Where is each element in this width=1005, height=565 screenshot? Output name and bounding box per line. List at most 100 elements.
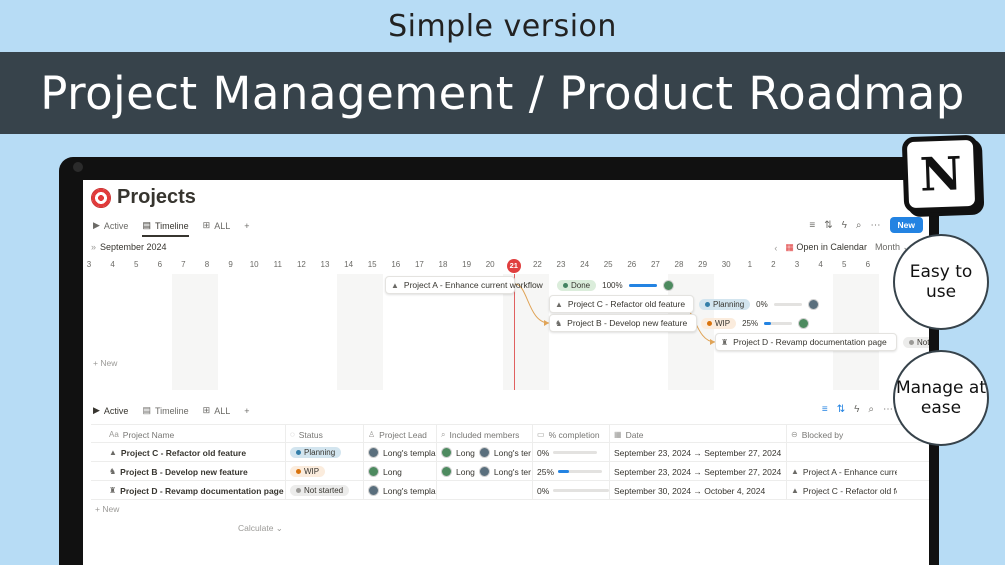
tab-active-bottom[interactable]: ▶Active xyxy=(93,405,129,416)
row-blocked-by[interactable]: ▲Project A - Enhance curre xyxy=(791,466,897,477)
mountain-icon: ▲ xyxy=(109,448,117,457)
timeline-day: 30 xyxy=(721,260,731,269)
sort-icon[interactable]: ⇅ xyxy=(824,219,833,231)
row-blocked-by[interactable]: ▲Project C - Refactor old fe xyxy=(791,485,897,496)
add-view-button[interactable]: + xyxy=(244,220,250,231)
col-project-lead[interactable]: ♙Project Lead xyxy=(364,425,437,444)
tab-all-bottom[interactable]: ⊞ALL xyxy=(202,405,231,416)
timeline-day: 29 xyxy=(698,260,708,269)
row-date[interactable]: September 23, 2024 → September 27, 2024 xyxy=(610,462,787,481)
tab-all[interactable]: ⊞ALL xyxy=(202,220,231,231)
timeline-icon: ▤ xyxy=(142,220,151,230)
date-type-icon: ▦ xyxy=(614,430,622,439)
search-icon[interactable]: ⌕ xyxy=(868,404,874,415)
avatar xyxy=(662,280,674,291)
table-row[interactable]: ♜Project D - Revamp documentation page N… xyxy=(91,481,929,500)
timeline-bar-project-a[interactable]: ▲Project A - Enhance current workflow xyxy=(385,276,543,294)
timeline-day: 10 xyxy=(249,260,259,269)
progress-bar xyxy=(558,470,603,473)
timeline-day: 15 xyxy=(367,260,377,269)
filter-icon[interactable]: ≡ xyxy=(809,219,816,231)
row-status[interactable]: WIP xyxy=(286,462,364,481)
table-row[interactable]: ♞Project B - Develop new feature WIP Lon… xyxy=(91,462,929,481)
table-row[interactable]: ▲Project C - Refactor old feature Planni… xyxy=(91,443,929,462)
timeline-day: 5 xyxy=(133,260,139,269)
automation-icon[interactable]: ϟ xyxy=(854,404,860,415)
bar-info-project-b: WIP 25% xyxy=(701,318,810,329)
row-status[interactable]: Planning xyxy=(286,443,364,462)
timeline-day: 2 xyxy=(771,260,776,269)
status-badge: WIP xyxy=(701,318,737,329)
row-lead[interactable]: Long xyxy=(364,462,437,481)
timeline-bar-project-d[interactable]: ♜Project D - Revamp documentation page xyxy=(715,333,897,351)
avatar xyxy=(798,318,810,329)
col-date[interactable]: ▦Date xyxy=(610,425,787,444)
row-members[interactable] xyxy=(437,481,533,500)
tab-timeline[interactable]: ▤Timeline xyxy=(142,220,189,237)
table-icon: ⊞ xyxy=(202,405,211,415)
weekend-shade xyxy=(668,274,714,390)
timeline-day: 7 xyxy=(181,260,186,269)
row-status[interactable]: Not started xyxy=(286,481,364,500)
weekend-shade xyxy=(833,274,879,390)
progress-bar xyxy=(773,303,802,306)
progress-bar xyxy=(553,451,598,454)
weekend-shade xyxy=(337,274,383,390)
row-date[interactable]: September 23, 2024 → September 27, 2024 xyxy=(610,443,787,462)
more-icon[interactable]: ⋯ xyxy=(870,219,881,231)
view-tabs-bottom: ▶Active ▤Timeline ⊞ALL + xyxy=(93,405,249,416)
tab-timeline-bottom[interactable]: ▤Timeline xyxy=(142,405,189,416)
row-blocked-by[interactable] xyxy=(787,443,897,462)
double-chevron-icon[interactable]: » xyxy=(91,242,97,252)
timeline-day: 9 xyxy=(228,260,233,269)
toolbar-bottom: ≡ ⇅ ϟ ⌕ ⋯ xyxy=(822,404,893,415)
automation-icon[interactable]: ϟ xyxy=(841,219,847,231)
more-icon[interactable]: ⋯ xyxy=(883,404,893,415)
status-badge: Planning xyxy=(290,447,342,458)
text-type-icon: Aa xyxy=(109,430,119,439)
sort-icon[interactable]: ⇅ xyxy=(836,404,846,415)
new-button[interactable]: New xyxy=(889,217,923,233)
row-name[interactable]: ▲Project C - Refactor old feature xyxy=(91,443,286,462)
avatar xyxy=(368,466,379,477)
col-completion[interactable]: ▭% completion xyxy=(533,425,610,444)
col-included-members[interactable]: ⌕Included members xyxy=(437,425,533,444)
row-lead[interactable]: Long's templa xyxy=(364,481,437,500)
tab-active[interactable]: ▶Active xyxy=(93,220,129,231)
status-badge: Not s xyxy=(903,337,929,348)
filter-icon[interactable]: ≡ xyxy=(821,404,828,415)
table-new-button[interactable]: + New xyxy=(95,504,120,514)
open-in-calendar-button[interactable]: ▦ Open in Calendar xyxy=(785,242,867,252)
timeline-day: 22 xyxy=(532,260,542,269)
bar-info-project-d: Not s xyxy=(903,337,929,348)
col-blocked-by[interactable]: ⊖Blocked by xyxy=(791,429,844,440)
row-date[interactable]: September 30, 2024 → October 4, 2024 xyxy=(610,481,787,500)
timeline-new-button[interactable]: + New xyxy=(93,358,118,368)
timeline-day: 18 xyxy=(438,260,448,269)
timeline-bar-project-b[interactable]: ♞Project B - Develop new feature xyxy=(549,314,697,332)
chevron-left-icon[interactable]: ‹ xyxy=(774,242,778,253)
avatar xyxy=(441,466,452,477)
calculate-button[interactable]: Calculate ⌄ xyxy=(238,523,283,533)
timeline-bar-project-c[interactable]: ▲Project C - Refactor old feature xyxy=(549,295,694,313)
status-type-icon: ◌ xyxy=(290,430,295,439)
people-icon: ♞ xyxy=(555,318,563,328)
row-name[interactable]: ♜Project D - Revamp documentation page xyxy=(91,481,286,500)
timeline-month: September 2024 xyxy=(100,242,167,252)
status-badge: WIP xyxy=(290,466,326,477)
col-status[interactable]: ◌Status xyxy=(286,425,364,444)
page-header: Projects xyxy=(91,186,196,209)
add-view-button-bottom[interactable]: + xyxy=(244,405,250,416)
notion-logo-icon: N xyxy=(901,134,981,214)
row-lead[interactable]: Long's templa xyxy=(364,443,437,462)
row-completion: 0% xyxy=(533,443,610,462)
row-name[interactable]: ♞Project B - Develop new feature xyxy=(91,462,286,481)
search-icon[interactable]: ⌕ xyxy=(855,219,862,231)
view-tabs-top: ▶Active ▤Timeline ⊞ALL + xyxy=(93,220,250,237)
runner-icon: ♜ xyxy=(109,486,117,495)
arrow-head xyxy=(710,339,715,345)
